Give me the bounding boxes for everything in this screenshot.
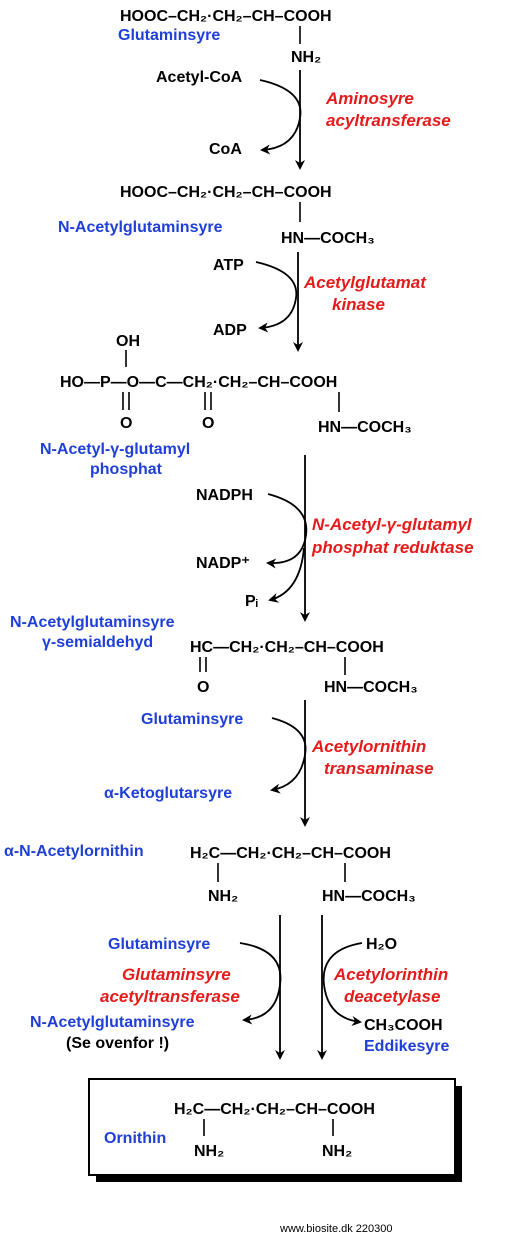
enzyme-name: phosphat reduktase: [311, 538, 474, 557]
compound-n-acetylglutaminsyre: HOOC–CH₂·CH₂–CH–COOH HN—COCH₃ N-Acetylgl…: [58, 184, 375, 247]
formula-substituent: HN—COCH₃: [324, 679, 418, 696]
compound-n-acetylglutaminsyre-semialdehyd: N-Acetylglutaminsyre γ-semialdehyd HC—CH…: [10, 614, 418, 696]
reaction-step-1: Acetyl-CoA CoA Aminosyre acyltransferase: [156, 69, 451, 170]
formula-substituent: HN—COCH₃: [318, 419, 412, 436]
footer-credit: www.biosite.dk 220300: [279, 1223, 393, 1235]
cosubstrate-out: CoA: [209, 141, 242, 158]
compound-name: Glutaminsyre: [118, 27, 220, 44]
cosubstrate-arrow: [268, 547, 305, 603]
enzyme-name: N-Acetyl-γ-glutamyl: [312, 515, 473, 534]
cosubstrate-out: Pᵢ: [245, 593, 258, 610]
formula-substituent: HN—COCH₃: [322, 888, 416, 905]
cosubstrate-in: Glutaminsyre: [108, 936, 210, 953]
cosubstrate-arrow: [322, 942, 363, 1026]
enzyme-name: Aminosyre: [325, 89, 414, 108]
cosubstrate-in: Glutaminsyre: [141, 711, 243, 728]
cosubstrate-out: ADP: [213, 322, 247, 339]
cosubstrate-arrow: [255, 261, 298, 333]
cosubstrate-in: NADPH: [196, 487, 253, 504]
cosubstrate-arrow: [270, 717, 307, 794]
cosubstrate-in: ATP: [213, 257, 244, 274]
formula-line: HC—CH₂·CH₂–CH–COOH: [190, 639, 384, 656]
enzyme-name: kinase: [332, 295, 385, 314]
reaction-step-2: ATP ADP Acetylglutamat kinase: [213, 252, 427, 352]
formula-substituent: NH₂: [194, 1143, 224, 1160]
cosubstrate-arrow: [259, 79, 302, 155]
compound-name: N-Acetyl-γ-glutamyl: [40, 441, 190, 458]
enzyme-name: Acetylglutamat: [303, 273, 427, 292]
cosubstrate-out: NADP⁺: [196, 555, 250, 572]
formula-substituent: O: [197, 679, 209, 696]
enzyme-name: transaminase: [324, 759, 434, 778]
note: (Se ovenfor !): [66, 1035, 169, 1052]
compound-name: Ornithin: [104, 1130, 166, 1147]
compound-name: α-N-Acetylornithin: [4, 843, 144, 860]
cosubstrate-in: Acetyl-CoA: [156, 69, 243, 86]
cosubstrate-out: N-Acetylglutaminsyre: [30, 1014, 195, 1031]
product-box: Ornithin H₂C—CH₂·CH₂–CH–COOH NH₂ NH₂: [88, 1078, 462, 1182]
cosubstrate-out-name: Eddikesyre: [364, 1038, 449, 1055]
compound-name: phosphat: [90, 461, 163, 478]
reaction-branch-left: Glutaminsyre Glutaminsyre acetyltransfer…: [30, 915, 285, 1060]
formula-line: HOOC–CH₂·CH₂–CH–COOH: [120, 184, 332, 201]
formula-line: HOOC–CH₂·CH₂–CH–COOH: [120, 8, 332, 25]
enzyme-name: Acetylorinthin: [333, 965, 448, 984]
formula-substituent: NH₂: [208, 888, 238, 905]
formula-substituent: OH: [116, 333, 140, 350]
compound-name: N-Acetylglutaminsyre: [58, 219, 223, 236]
enzyme-name: Acetylornithin: [311, 737, 426, 756]
formula-line: H₂C—CH₂·CH₂–CH–COOH: [174, 1101, 375, 1118]
compound-glutaminsyre: HOOC–CH₂·CH₂–CH–COOH NH₂ Glutaminsyre: [118, 8, 332, 66]
cosubstrate-out: CH₃COOH: [364, 1017, 443, 1034]
reaction-step-4: Glutaminsyre α-Ketoglutarsyre Acetylorni…: [104, 700, 434, 827]
compound-n-acetyl-gamma-glutamyl-phosphat: OH HO—P—O—C—CH₂·CH₂–CH–COOH O O HN—COCH₃…: [40, 333, 412, 478]
cosubstrate-out: α-Ketoglutarsyre: [104, 785, 232, 802]
cosubstrate-arrow: [239, 942, 282, 1025]
formula-line: H₂C—CH₂·CH₂–CH–COOH: [190, 845, 391, 862]
formula-substituent: O: [202, 415, 214, 432]
enzyme-name: acyltransferase: [326, 111, 451, 130]
cosubstrate-in: H₂O: [366, 936, 397, 953]
cosubstrate-arrow: [266, 493, 308, 569]
reaction-step-3: NADPH NADP⁺ Pᵢ N-Acetyl-γ-glutamyl phosp…: [196, 455, 474, 622]
enzyme-name: Glutaminsyre: [122, 965, 231, 984]
enzyme-name: acetyltransferase: [100, 987, 240, 1006]
compound-name: γ-semialdehyd: [42, 634, 153, 651]
formula-line: HO—P—O—C—CH₂·CH₂–CH–COOH: [60, 374, 337, 391]
formula-substituent: HN—COCH₃: [281, 230, 375, 247]
box-frame: [88, 1078, 456, 1176]
compound-name: N-Acetylglutaminsyre: [10, 614, 175, 631]
reaction-branch-right: H₂O Acetylorinthin deacetylase CH₃COOH E…: [317, 915, 449, 1060]
compound-alpha-n-acetylornithin: α-N-Acetylornithin H₂C—CH₂·CH₂–CH–COOH N…: [4, 843, 416, 905]
enzyme-name: deacetylase: [344, 987, 440, 1006]
formula-substituent: NH₂: [291, 49, 321, 66]
formula-substituent: O: [120, 415, 132, 432]
formula-substituent: NH₂: [322, 1143, 352, 1160]
